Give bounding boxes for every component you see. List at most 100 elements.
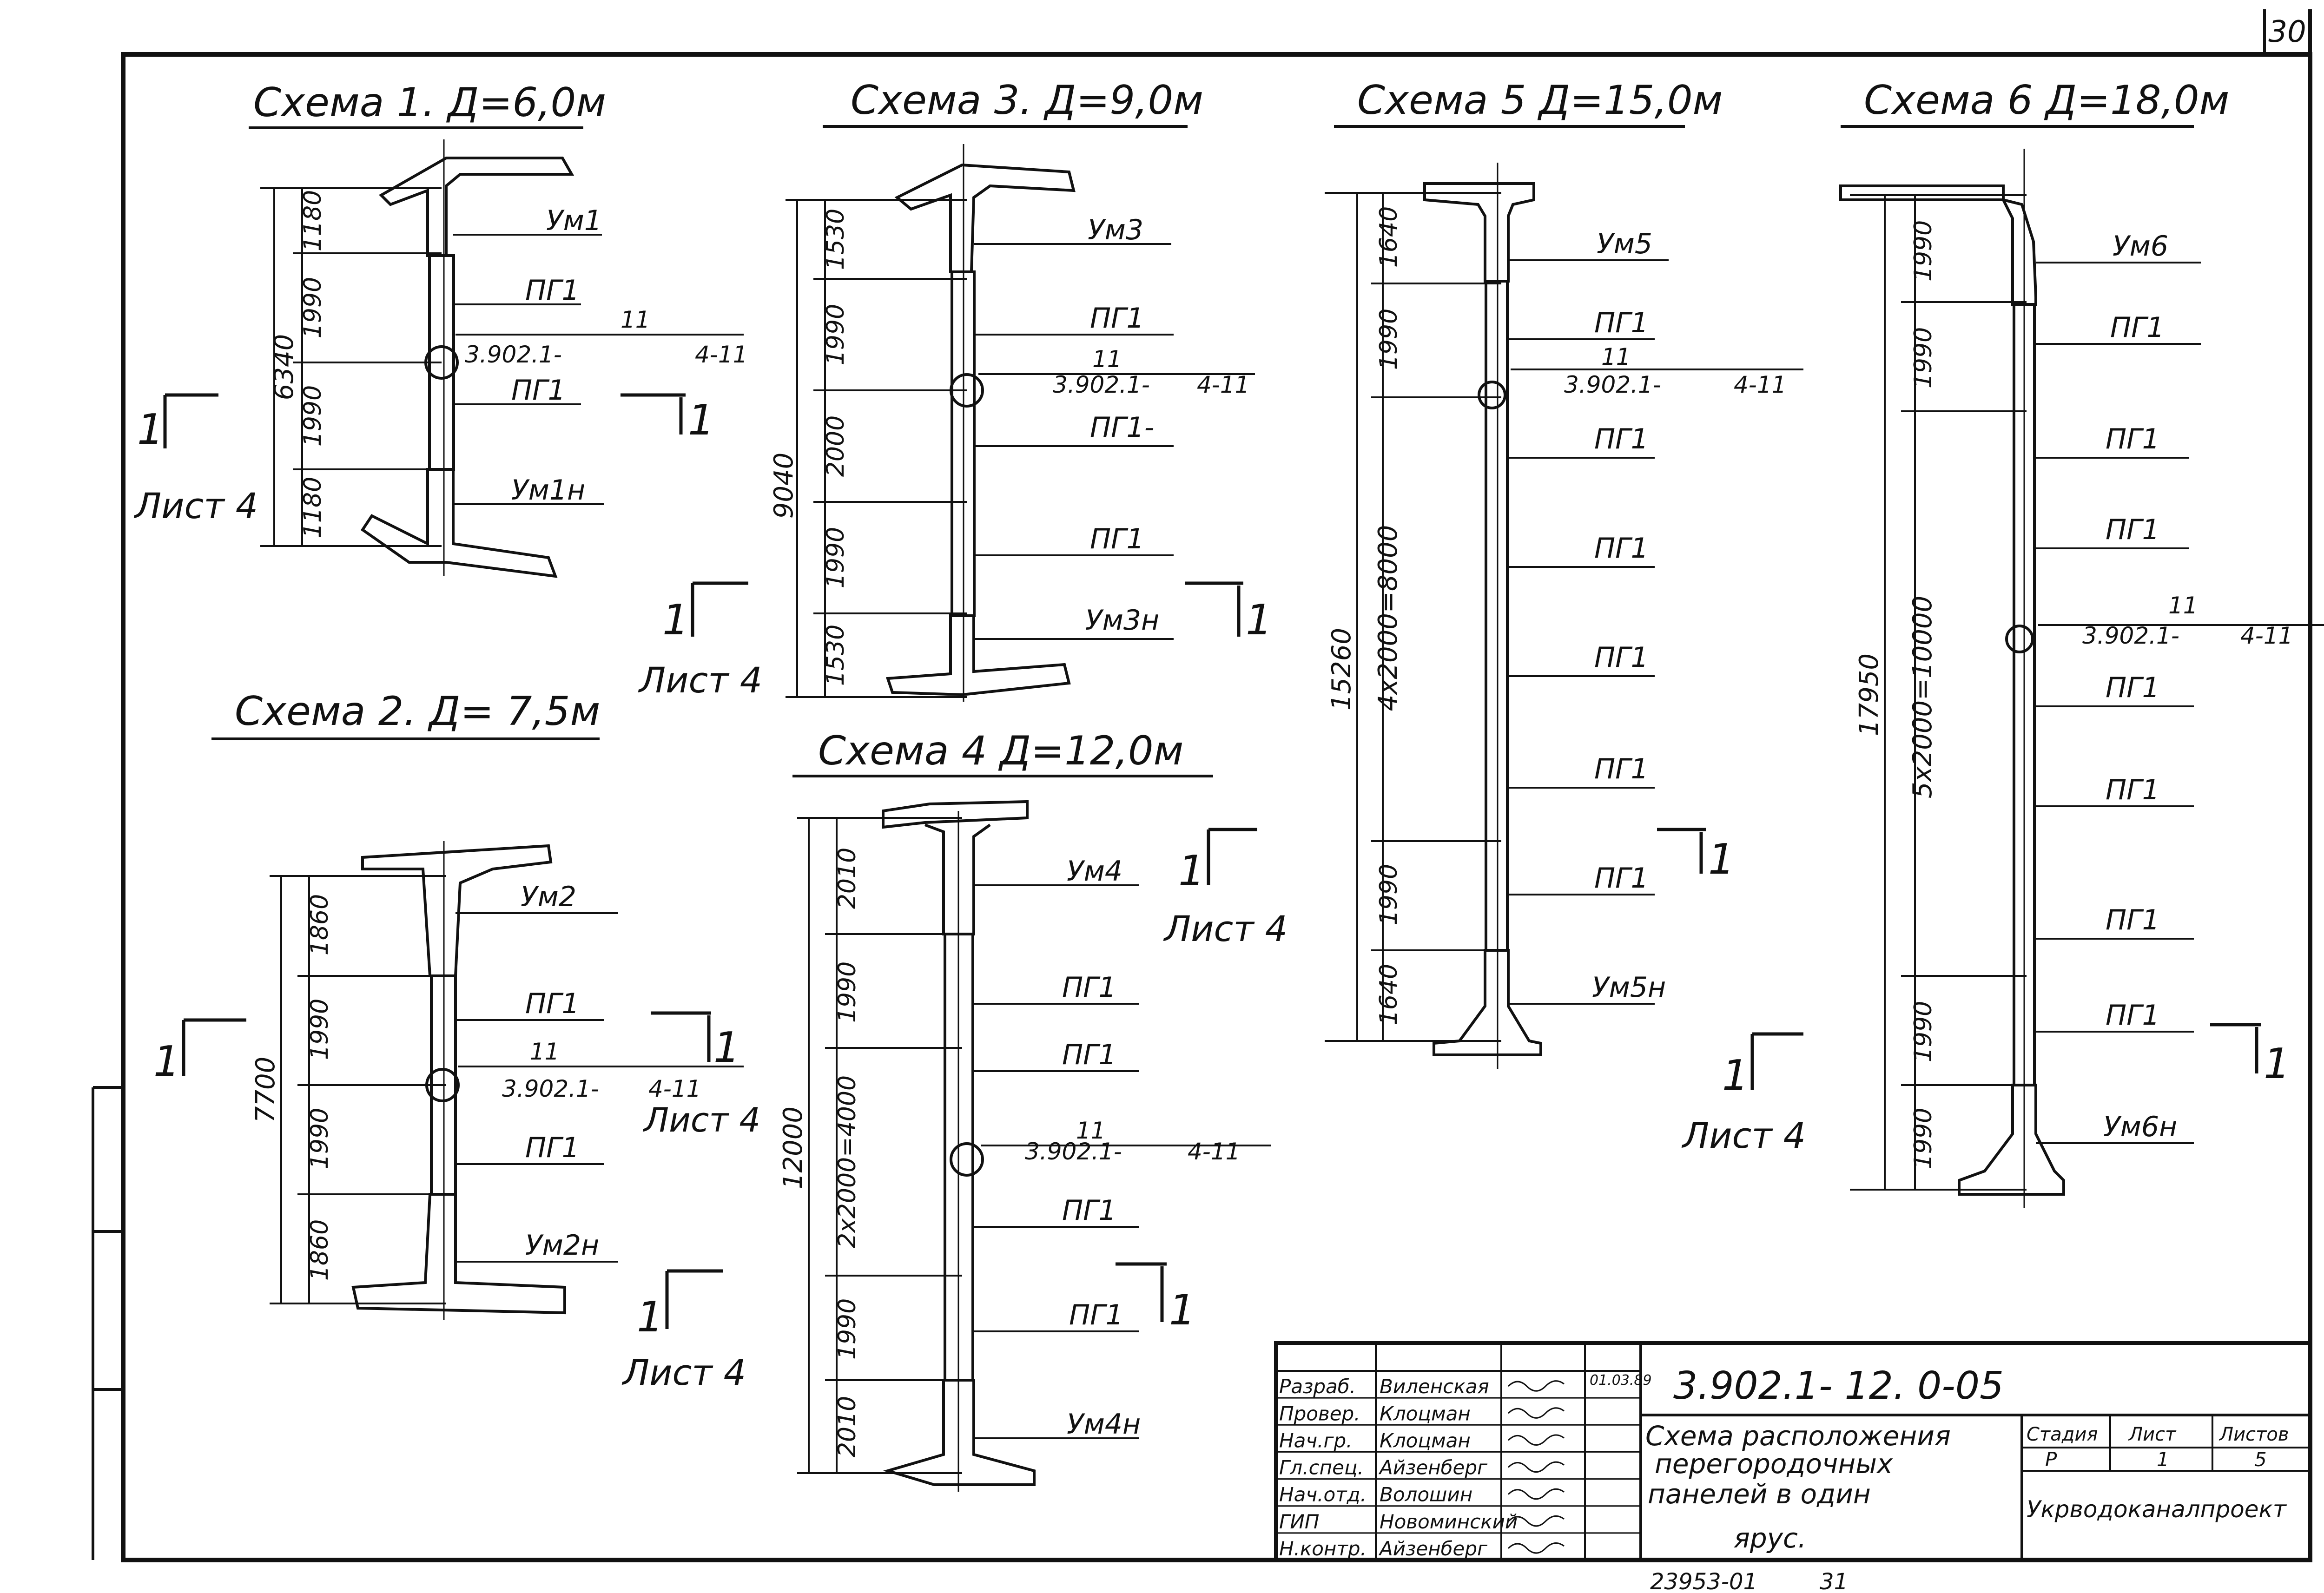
s2-section-num-right-top: 1 (713, 1023, 740, 1072)
scheme-6: Схема 6 Д=18,0м 1990 1990 5х2000=10000 1… (1839, 77, 2324, 1208)
s2-label-pg1-a: ПГ1 (525, 987, 580, 1020)
staff-name: Новоминский (1380, 1510, 1518, 1533)
s3-label-pg1-c: ПГ1 (1090, 523, 1144, 555)
s6-label-pg1-g: ПГ1 (2106, 999, 2160, 1032)
scheme-4-title: Схема 4 Д=12,0м (818, 728, 1183, 774)
s2-dim-3: 1990 (306, 1108, 334, 1169)
s3-dim-3: 2000 (822, 415, 850, 477)
s3-node-num: 11 (1092, 346, 1122, 373)
staff-name: Клоцман (1380, 1429, 1471, 1452)
s1-section-left: 1 Лист 4 (133, 393, 258, 527)
s2-section-right-top: 1 (651, 1011, 740, 1072)
s6-dim-1: 1990 (1909, 220, 1937, 282)
s6-label-um6n: Ум6н (2103, 1111, 2177, 1143)
s5-label-pg1-d: ПГ1 (1594, 641, 1649, 674)
s4-label-pg1-c: ПГ1 (1062, 1194, 1116, 1227)
s3-dim-1: 1530 (822, 209, 850, 270)
s2-dim-total: 7700 (251, 1057, 281, 1123)
staff-name: Айзенберг (1378, 1537, 1488, 1560)
scheme-2-title: Схема 2. Д= 7,5м (235, 688, 600, 735)
staff-role: Разраб. (1279, 1375, 1356, 1398)
s5-section-num-right: 1 (1708, 835, 1735, 884)
s6-label-um6: Ум6 (2113, 230, 2168, 263)
s5-dim-5: 1640 (1375, 964, 1403, 1025)
s3-dim-5: 1530 (822, 625, 850, 686)
s5-label-pg1-a: ПГ1 (1594, 307, 1649, 339)
s2-dim-1: 1860 (306, 894, 334, 955)
s4-section-bottom: 1 (1116, 1262, 1195, 1335)
signature-mark (1507, 1380, 1565, 1392)
s6-label-pg1-a: ПГ1 (2110, 311, 2165, 344)
s4-node-num: 11 (1076, 1117, 1106, 1144)
s4-sheet-ref: Лист 4 (1163, 908, 1287, 949)
staff-name: Виленская (1380, 1375, 1489, 1398)
s5-dim-1: 1640 (1375, 206, 1403, 268)
s6-label-pg1-e: ПГ1 (2106, 774, 2160, 806)
s3-dim-4: 1990 (822, 527, 850, 588)
scheme-3-title: Схема 3. Д=9,0м (851, 77, 1203, 124)
s3-node-ref: 3.902.1- (1053, 371, 1150, 398)
signature-mark (1507, 1488, 1565, 1500)
s6-node-num: 11 (2168, 592, 2198, 619)
s6-label-pg1-b: ПГ1 (2106, 423, 2160, 455)
scheme-1-title: Схема 1. Д=6,0м (253, 79, 606, 126)
footer-number: 31 (1820, 1569, 1848, 1593)
s1-label-pg1-a: ПГ1 (525, 274, 580, 307)
stage-value: Р (2045, 1448, 2057, 1471)
sheets-value: 5 (2254, 1448, 2267, 1471)
s2-label-um2: Ум2 (521, 881, 576, 913)
s5-node-num: 11 (1601, 343, 1631, 370)
s3-sheet-ref: Лист 4 (638, 659, 762, 701)
s4-dim-4: 1990 (833, 1298, 861, 1360)
staff-role: ГИП (1279, 1510, 1319, 1533)
s2-section-bottom: 1 Лист 4 (621, 1269, 746, 1393)
s2-node-sheet: 4-11 (648, 1075, 701, 1102)
s2-node-ref: 3.902.1- (502, 1075, 599, 1102)
s5-label-pg1-b: ПГ1 (1594, 423, 1649, 455)
s1-dim-4: 1180 (299, 477, 327, 538)
staff-name: Волошин (1380, 1483, 1472, 1506)
s5-section-num-bottom: 1 (1722, 1051, 1749, 1100)
s1-sheet-ref-left: Лист 4 (133, 485, 258, 527)
s3-dim-2: 1990 (822, 304, 850, 365)
s4-dim-2: 1990 (833, 961, 861, 1023)
s4-dim-3: 2х2000=4000 (833, 1075, 861, 1248)
description-line-2: перегородочных (1655, 1448, 1893, 1480)
s1-node-sheet: 4-11 (695, 341, 747, 368)
s5-node-sheet: 4-11 (1734, 371, 1786, 398)
s5-section-bottom: 1 Лист 4 (1681, 1032, 1806, 1156)
s1-node-ref: 3.902.1- (465, 341, 562, 368)
drawing-frame (92, 9, 2312, 1562)
s1-label-um1: Ум1 (546, 204, 602, 237)
s4-dim-total: 12000 (778, 1106, 808, 1189)
staff-name: Айзенберг (1378, 1456, 1488, 1479)
s1-node-num: 11 (621, 306, 650, 333)
s5-node-ref: 3.902.1- (1564, 371, 1661, 398)
s2-section-num-left: 1 (153, 1037, 180, 1086)
signature-mark (1507, 1515, 1565, 1527)
s1-dim-1: 1180 (299, 190, 327, 251)
s4-label-pg1-d: ПГ1 (1069, 1299, 1123, 1331)
s5-dim-total: 15260 (1327, 628, 1357, 711)
s2-section-left: 1 (153, 1018, 246, 1086)
s1-dim-3: 1990 (299, 385, 327, 447)
s4-label-pg1-b: ПГ1 (1062, 1039, 1116, 1071)
staff-role: Нач.отд. (1279, 1483, 1367, 1506)
s3-node-sheet: 4-11 (1197, 371, 1249, 398)
s3-section-num-left: 1 (662, 596, 689, 645)
scheme-5-title: Схема 5 Д=15,0м (1357, 77, 1723, 124)
page-number: 30 (2268, 15, 2306, 49)
scheme-5: Схема 5 Д=15,0м 1640 1990 4х2000=8000 19… (1325, 77, 1806, 1156)
s3-label-um3: Ум3 (1088, 214, 1143, 246)
drawing-code: 3.902.1- 12. 0-05 (1673, 1364, 2004, 1408)
s5-label-um5n: Ум5н (1592, 971, 1666, 1004)
description-line-3: панелей в один (1648, 1478, 1871, 1510)
sheet-header: Лист (2128, 1424, 2177, 1445)
staff-role: Провер. (1279, 1402, 1360, 1425)
s1-dim-total: 6340 (269, 334, 299, 401)
title-block-staff: Разраб.ВиленскаяПровер.КлоцманНач.гр.Кло… (1276, 1375, 1641, 1560)
s4-label-um4n: Ум4н (1067, 1408, 1141, 1441)
s3-dim-total: 9040 (769, 453, 799, 519)
scheme-2: Схема 2. Д= 7,5м 1860 1990 1990 1860 770… (153, 688, 760, 1393)
s1-section-num-right: 1 (688, 396, 714, 445)
